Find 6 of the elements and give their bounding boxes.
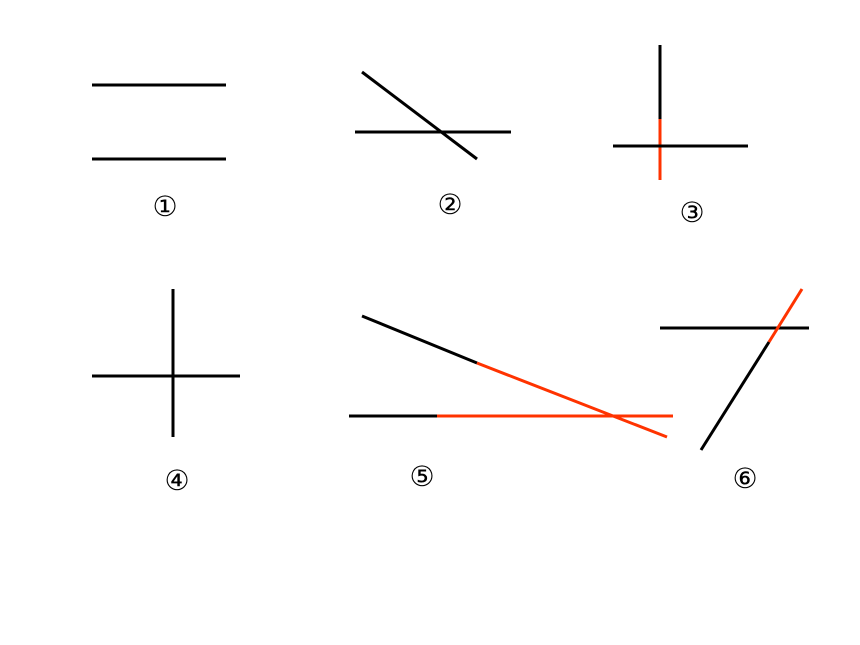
figure-number: ⑤	[410, 461, 434, 493]
figure-number: ①	[152, 191, 178, 223]
figure-number: ②	[438, 189, 462, 221]
figure-number: ④	[164, 465, 190, 497]
figure-number: ⑥	[732, 463, 758, 495]
figure-number: ③	[680, 197, 704, 229]
